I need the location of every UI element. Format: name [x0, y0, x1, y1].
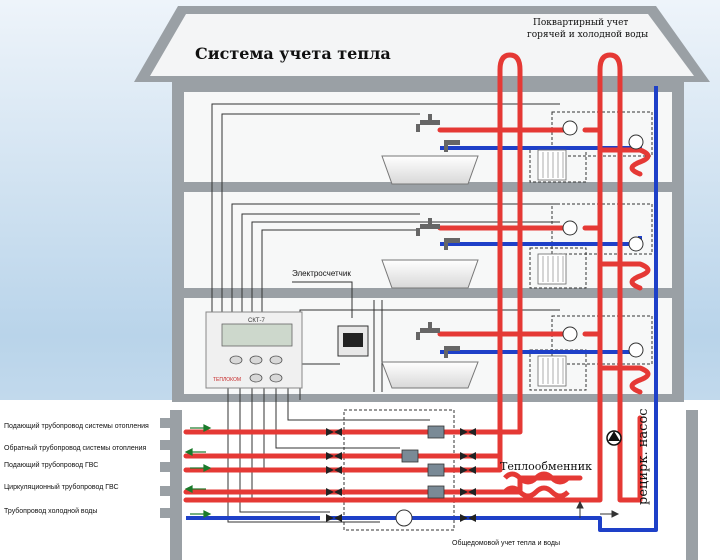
- flow-meters: [401, 425, 445, 499]
- pipe-label-heating-return: Обратный трубопровод системы отопления: [4, 445, 147, 452]
- controller-buttons: [229, 355, 283, 383]
- faucets: [416, 114, 460, 358]
- building-metering-label: Общедомовой учет тепла и воды: [452, 540, 560, 547]
- controller-model: СКТ-7: [248, 318, 265, 324]
- signal-wires: [211, 103, 560, 523]
- controller-brand: ТЕПЛОКОМ: [213, 377, 242, 383]
- apartment-metering-label-2: горячей и холодной воды: [527, 30, 649, 40]
- heat-exchanger: [503, 471, 570, 499]
- basement-wall-right: [686, 410, 698, 560]
- apartment-metering-label-1: Поквартирный учет: [533, 18, 629, 28]
- pipe-label-cold-water: Трубопровод холодной воды: [4, 508, 98, 515]
- recirc-pump-label: рецирк. насос: [636, 408, 651, 505]
- flow-arrows: [184, 424, 212, 518]
- basement-wall-left: [170, 410, 182, 560]
- electric-meter-label: Электросчетчик: [292, 269, 351, 278]
- water-meters: [395, 120, 644, 527]
- controller-display: [221, 323, 293, 347]
- pipe-label-hot-water-circulation: Циркуляционный трубопровод ГВС: [4, 484, 119, 491]
- pipe-label-hot-water-supply: Подающий трубопровод ГВС: [4, 462, 99, 469]
- bathtubs: [381, 155, 479, 389]
- roof-attic: [150, 14, 694, 76]
- heat-exchanger-label: Теплообменник: [500, 460, 592, 473]
- diagram-title: Система учета тепла: [195, 44, 391, 63]
- valves: [326, 428, 476, 522]
- pipe-label-heating-supply: Подающий трубопровод системы отопления: [4, 423, 149, 430]
